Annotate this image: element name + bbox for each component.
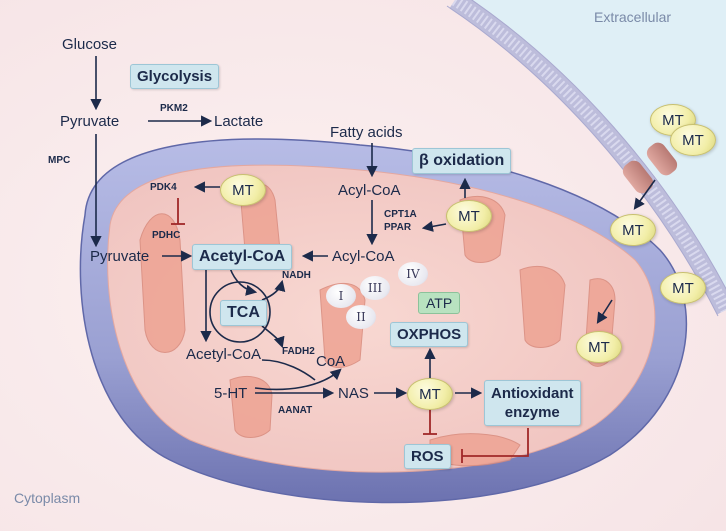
acetyl-coa-bottom-label: Acetyl-CoA	[186, 346, 262, 363]
mpc-label: MPC	[48, 155, 71, 166]
melatonin-node-extracellular-2: MT	[670, 124, 716, 156]
melatonin-node-cpt1a: MT	[446, 200, 492, 232]
arrow-tca-nadh	[261, 279, 286, 301]
fadh2-label: FADH2	[282, 346, 315, 357]
arrow-tca-fadh2	[261, 325, 285, 349]
aanat-label: AANAT	[278, 405, 313, 416]
antioxidant-line1: Antioxidant	[491, 385, 574, 402]
arrow-membrane-mt-1	[633, 179, 656, 210]
cytoplasm-label: Cytoplasm	[14, 490, 81, 506]
pkm2-label: PKM2	[160, 103, 188, 114]
antioxidant-line2: enzyme	[504, 404, 560, 421]
inhibition-lines	[171, 198, 529, 463]
ppar-label: PPAR	[384, 222, 412, 233]
membrane-channel-upper	[622, 142, 678, 194]
pdhc-label: PDHC	[152, 230, 181, 241]
coa-label: CoA	[316, 353, 346, 370]
melatonin-node-cytoplasm-2: MT	[576, 331, 622, 363]
pyruvate-mito-label: Pyruvate	[90, 248, 150, 265]
lactate-label: Lactate	[214, 113, 264, 130]
extracellular-background	[470, 0, 726, 300]
ros-box: ROS	[404, 444, 451, 469]
cpt1a-label: CPT1A	[384, 209, 417, 220]
melatonin-node-extracellular-3: MT	[660, 272, 706, 304]
atp-box: ATP	[418, 292, 461, 314]
melatonin-node-cytoplasm-1: MT	[610, 214, 656, 246]
pathway-arrows	[90, 56, 656, 399]
nadh-label: NADH	[282, 270, 311, 281]
fatty-acids-label: Fatty acids	[330, 124, 403, 141]
complex-iv: IV	[398, 262, 428, 286]
glucose-label: Glucose	[62, 36, 118, 53]
complex-i: I	[326, 284, 356, 308]
glycolysis-box: Glycolysis	[130, 64, 220, 89]
inhibit-antioxidant-ros	[462, 428, 529, 457]
acyl-coa-mito-label: Acyl-CoA	[332, 248, 395, 265]
cell-membrane	[446, 0, 726, 317]
pyruvate-cytoplasm-label: Pyruvate	[60, 113, 120, 130]
melatonin-node-central: MT	[407, 378, 453, 410]
complex-iii: III	[360, 276, 390, 300]
nas-label: NAS	[338, 385, 369, 402]
tca-box: TCA	[220, 300, 267, 326]
beta-oxidation-box: β oxidation	[412, 148, 512, 174]
acetyl-coa-box: Acetyl-CoA	[192, 244, 293, 270]
arrow-membrane-mt-2	[596, 299, 613, 324]
antioxidant-enzyme-box: Antioxidant enzyme	[484, 380, 581, 426]
tca-cycle-ring	[209, 281, 271, 343]
arrow-acetylcoa-tca	[229, 267, 258, 296]
arrow-mt-cpt1a	[421, 220, 447, 232]
acyl-coa-top-label: Acyl-CoA	[338, 182, 401, 199]
complex-ii: II	[346, 305, 376, 329]
pdk4-label: PDK4	[150, 182, 177, 193]
extracellular-label: Extracellular	[594, 9, 672, 25]
melatonin-node-pdk4: MT	[220, 174, 266, 206]
serotonin-label: 5-HT	[214, 385, 248, 402]
arrow-coa-curve	[254, 368, 342, 391]
oxphos-box: OXPHOS	[390, 322, 469, 347]
arrow-acetylcoa-coa	[261, 359, 316, 381]
